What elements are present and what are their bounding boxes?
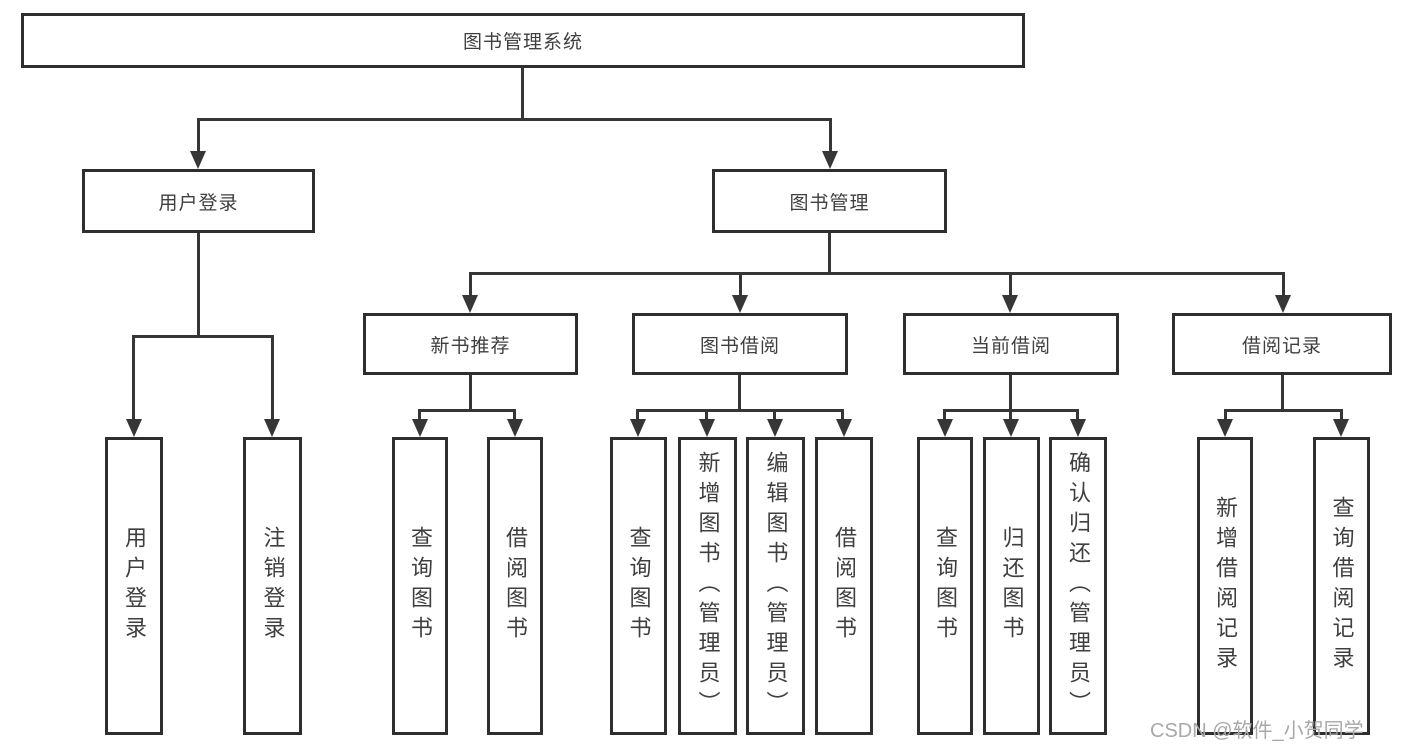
connector-line [1009, 272, 1012, 299]
leaf-add-borrow-record: 新增借阅记录 [1197, 437, 1253, 735]
connector-line [828, 233, 831, 274]
connector-line [829, 118, 832, 155]
leaf-logout: 注销登录 [243, 437, 302, 735]
leaf-label: 注销登录 [260, 526, 286, 646]
node-book-borrow: 图书借阅 [632, 313, 848, 375]
arrow-down-icon [462, 295, 478, 313]
leaf-label: 新增图书（管理员） [695, 451, 721, 721]
connector-line [841, 409, 844, 423]
node-library-management-system: 图书管理系统 [21, 13, 1025, 68]
connector-line [1282, 272, 1285, 299]
node-label: 当前借阅 [970, 335, 1051, 357]
leaf-edit-book-admin: 编辑图书（管理员） [746, 437, 805, 735]
connector-line [197, 118, 200, 155]
node-label: 用户登录 [158, 192, 239, 214]
leaf-query-books-borrow: 查询图书 [610, 437, 667, 735]
arrow-down-icon [126, 419, 142, 437]
connector-line [271, 335, 274, 423]
leaf-borrow-books: 借阅图书 [815, 437, 873, 735]
arrow-down-icon [412, 419, 428, 437]
leaf-confirm-return-admin: 确认归还（管理员） [1049, 437, 1107, 735]
connector-line [513, 409, 516, 423]
leaf-query-books-current: 查询图书 [917, 437, 973, 735]
leaf-user-login: 用户登录 [105, 437, 163, 735]
connector-line [132, 335, 274, 338]
connector-line [469, 272, 472, 299]
leaf-label: 用户登录 [122, 526, 147, 646]
leaf-label: 编辑图书（管理员） [763, 451, 789, 721]
leaf-label: 查询图书 [626, 526, 652, 646]
arrow-down-icon [822, 151, 838, 169]
connector-line [1340, 409, 1343, 423]
arrow-down-icon [630, 419, 646, 437]
leaf-add-book-admin: 新增图书（管理员） [678, 437, 737, 735]
arrow-down-icon [1275, 295, 1291, 313]
arrow-down-icon [190, 151, 206, 169]
node-label: 图书借阅 [699, 335, 780, 357]
leaf-label: 归还图书 [999, 526, 1025, 646]
node-borrow-records: 借阅记录 [1172, 313, 1392, 375]
leaf-label: 新增借阅记录 [1213, 496, 1238, 676]
node-label: 图书管理 [789, 192, 870, 214]
connector-line [773, 409, 776, 423]
leaf-label: 查询图书 [408, 526, 433, 646]
node-label: 图书管理系统 [462, 32, 583, 53]
connector-line [1224, 409, 1343, 412]
arrow-down-icon [937, 419, 953, 437]
connector-line [418, 409, 516, 412]
arrow-down-icon [264, 419, 280, 437]
connector-line [469, 375, 472, 411]
connector-line [705, 409, 708, 423]
arrow-down-icon [507, 419, 523, 437]
connector-line [1009, 375, 1012, 411]
node-new-book-recommend: 新书推荐 [363, 313, 578, 375]
connector-line [1076, 409, 1079, 423]
node-current-borrow: 当前借阅 [903, 313, 1119, 375]
leaf-label: 借阅图书 [832, 526, 857, 646]
leaf-label: 查询借阅记录 [1329, 496, 1355, 676]
node-user-login: 用户登录 [82, 169, 315, 233]
connector-line [197, 233, 200, 336]
arrow-down-icon [699, 419, 715, 437]
node-label: 借阅记录 [1241, 335, 1322, 357]
connector-line [132, 335, 135, 423]
connector-line [943, 409, 946, 423]
connector-line [418, 409, 421, 423]
connector-line [1009, 409, 1012, 423]
arrow-down-icon [1333, 419, 1349, 437]
arrow-down-icon [767, 419, 783, 437]
arrow-down-icon [1217, 419, 1233, 437]
leaf-label: 借阅图书 [503, 526, 528, 646]
arrow-down-icon [1002, 295, 1018, 313]
connector-line [636, 409, 844, 412]
connector-line [1281, 375, 1284, 411]
connector-line [197, 118, 832, 121]
node-book-management: 图书管理 [712, 169, 947, 233]
arrow-down-icon [836, 419, 852, 437]
node-label: 新书推荐 [430, 335, 511, 357]
leaf-return-books: 归还图书 [983, 437, 1040, 735]
connector-line [636, 409, 639, 423]
connector-line [469, 272, 1285, 275]
connector-line [1224, 409, 1227, 423]
connector-line [739, 272, 742, 299]
watermark: CSDN @软件_小贺同学 [1150, 720, 1364, 742]
leaf-query-borrow-record: 查询借阅记录 [1313, 437, 1370, 735]
connector-line [738, 375, 741, 411]
arrow-down-icon [1003, 419, 1019, 437]
connector-line [521, 68, 524, 118]
leaf-query-books-recommend: 查询图书 [392, 437, 448, 735]
leaf-label: 查询图书 [933, 526, 958, 646]
arrow-down-icon [732, 295, 748, 313]
leaf-label: 确认归还（管理员） [1066, 451, 1091, 721]
leaf-borrow-books-recommend: 借阅图书 [487, 437, 543, 735]
arrow-down-icon [1070, 419, 1086, 437]
